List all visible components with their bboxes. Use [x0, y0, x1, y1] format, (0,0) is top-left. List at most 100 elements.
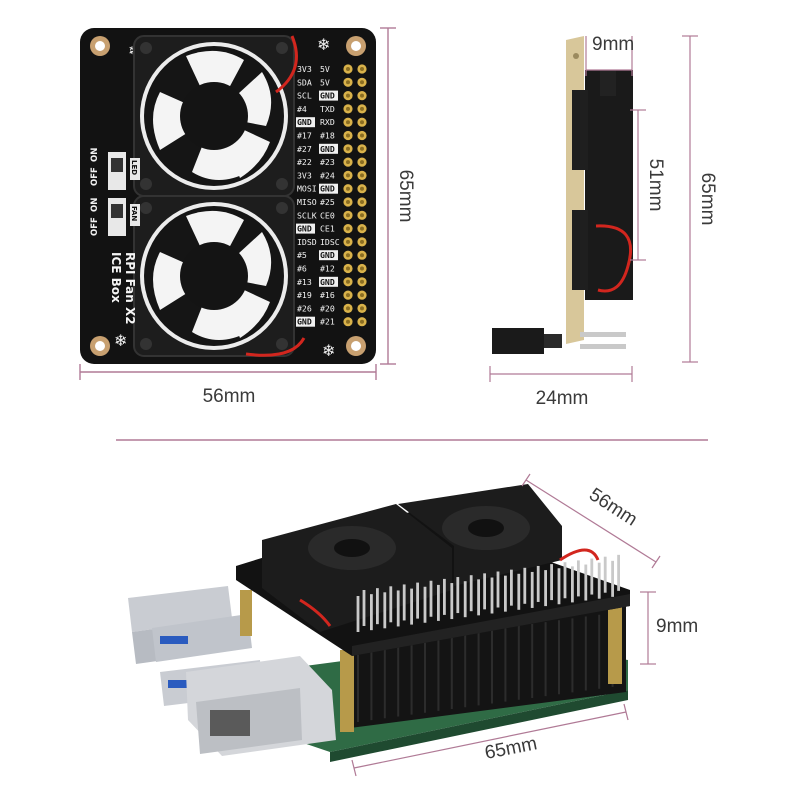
- ethernet-port: [186, 656, 336, 756]
- side-view-board: [492, 36, 633, 354]
- iso-pin: [429, 580, 433, 617]
- iso-pin: [504, 575, 507, 612]
- side-height-label: 65mm: [697, 173, 718, 226]
- svg-text:LED: LED: [130, 160, 138, 175]
- iso-height-label: 9mm: [656, 616, 698, 637]
- pin-label-left: #19: [297, 290, 312, 300]
- pin-side: [580, 344, 626, 349]
- iso-pin: [557, 568, 561, 605]
- iso-length-label: 65mm: [483, 733, 539, 764]
- gpio-pin-hole: [346, 173, 350, 178]
- pin-label-left: #5: [297, 250, 307, 260]
- iso-pin: [550, 564, 553, 601]
- gpio-pin-hole: [360, 266, 364, 271]
- iso-pin: [437, 584, 440, 621]
- gpio-pin-hole: [346, 120, 350, 125]
- iso-pin: [483, 573, 486, 610]
- gpio-pin-hole: [346, 80, 350, 85]
- iso-pin: [496, 571, 500, 608]
- gnd-box: [296, 316, 315, 327]
- gpio-pin-hole: [360, 226, 364, 231]
- pin-label-left: GND: [297, 117, 312, 127]
- pin-label-right: CE1: [320, 224, 335, 234]
- pin-label-right: #24: [320, 170, 335, 180]
- pcb-edge: [566, 36, 584, 344]
- fan-wire: [595, 224, 633, 293]
- gnd-box: [296, 117, 315, 128]
- iso-pin: [584, 564, 588, 601]
- gnd-box: [319, 183, 338, 194]
- iso-pin: [416, 582, 419, 619]
- pin-label-left: MOSI: [297, 184, 317, 194]
- gpio-pin-hole: [360, 200, 364, 204]
- pin-label-right: TXD: [320, 104, 335, 114]
- iso-height-dimension: 9mm: [640, 591, 698, 665]
- gpio-pin-hole: [346, 306, 350, 311]
- pin-label-left: IDSD: [297, 237, 317, 247]
- iso-pin: [563, 562, 567, 599]
- pin-label-left: MISO: [297, 197, 317, 207]
- side-width-label: 24mm: [536, 388, 589, 409]
- gpio-pin-hole: [360, 80, 364, 85]
- gpio-pin-hole: [360, 146, 364, 151]
- pin-label-right: CE0: [320, 210, 335, 220]
- gpio-pin-hole: [346, 226, 350, 231]
- iso-pin: [530, 571, 534, 608]
- iso-pin: [389, 586, 393, 623]
- fan-hub: [180, 242, 248, 310]
- gnd-box: [319, 250, 338, 261]
- switch-led: LED OFF ON: [90, 148, 140, 190]
- iso-pin: [517, 573, 521, 610]
- pin-label-right: #23: [320, 157, 335, 167]
- snowflake-icon: ❄: [114, 333, 127, 350]
- gpio-pin-hole: [360, 67, 364, 71]
- iso-pin: [463, 581, 467, 618]
- iso-pin: [383, 592, 387, 629]
- fan-wire: [559, 548, 600, 562]
- gnd-box: [296, 223, 315, 234]
- gpio-pin-hole: [360, 306, 364, 311]
- top-view-board: ❄ ❄ ❄ ❄: [80, 28, 376, 364]
- pin-side: [580, 332, 626, 337]
- svg-text:ICE Box: ICE Box: [109, 252, 123, 303]
- mounting-holes: [90, 36, 366, 356]
- gpio-pin-hole: [346, 293, 350, 298]
- svg-text:OFF: OFF: [90, 217, 100, 236]
- iso-pin: [611, 560, 614, 597]
- pin-label-right: RXD: [320, 117, 335, 127]
- gpio-pin-hole: [360, 279, 364, 284]
- pin-label-left: 3V3: [297, 64, 312, 74]
- pin-label-right: #21: [320, 317, 335, 327]
- gpio-pin-header: [343, 64, 367, 327]
- fan-right-iso: [398, 484, 562, 586]
- gpio-pin-hole: [360, 293, 364, 298]
- pin-label-right: #20: [320, 303, 335, 313]
- iso-pin: [356, 596, 360, 632]
- gpio-pin-hole: [360, 319, 364, 324]
- iso-pin: [544, 570, 547, 607]
- standoff: [340, 650, 354, 732]
- fan-wire: [245, 337, 306, 357]
- iso-pin: [590, 558, 594, 595]
- iso-pin: [477, 579, 480, 616]
- snowflake-icon: ❄: [322, 343, 335, 360]
- pin-label-left: SCLK: [297, 210, 317, 220]
- gpio-pin-hole: [346, 200, 350, 204]
- pin-label-left: GND: [297, 317, 312, 327]
- pin-label-right: IDSC: [320, 237, 340, 247]
- pin-header-side: [492, 328, 544, 354]
- iso-pin: [577, 560, 580, 597]
- pin-label-right: GND: [320, 91, 335, 101]
- pin-label-right: GND: [320, 277, 335, 287]
- top-width-dimension: 56mm: [79, 364, 377, 407]
- gpio-pin-hole: [346, 186, 350, 191]
- gnd-box: [319, 143, 338, 154]
- top-width-label: 56mm: [203, 386, 256, 407]
- gpio-pin-hole: [346, 239, 350, 244]
- pin-label-left: #27: [297, 144, 312, 154]
- gpio-pin-hole: [360, 173, 364, 178]
- iso-pin: [423, 586, 427, 623]
- pin-label-right: #18: [320, 131, 335, 141]
- gpio-pins-iso: [356, 554, 620, 632]
